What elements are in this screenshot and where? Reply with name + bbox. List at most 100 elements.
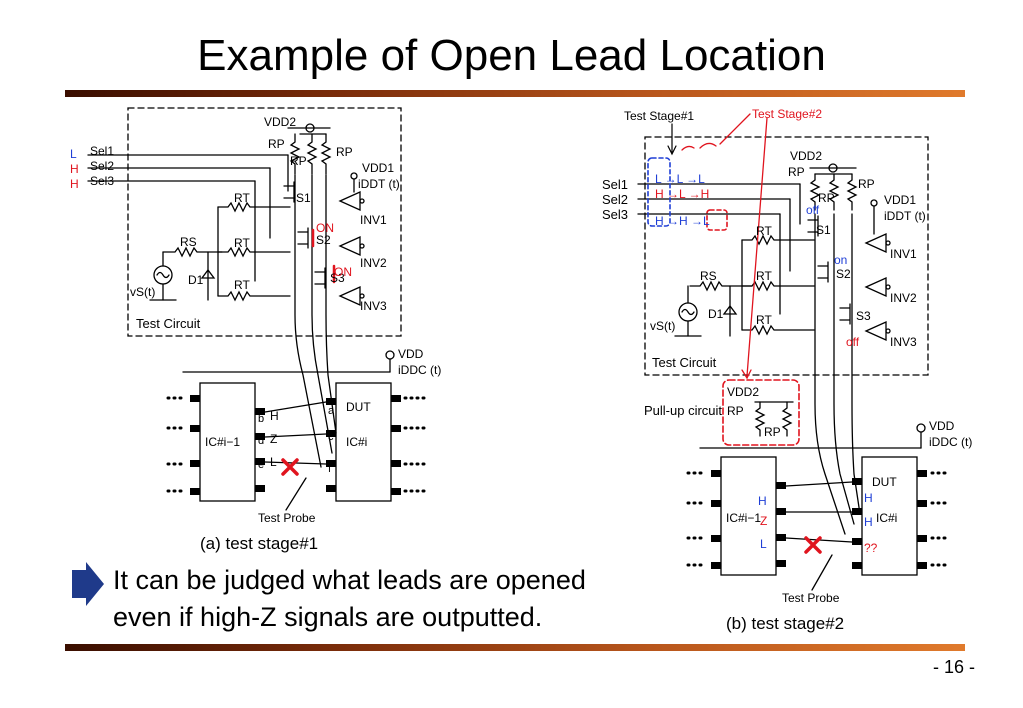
sel3-label: Sel3 (90, 174, 114, 188)
test-circuit-label: Test Circuit (136, 316, 201, 331)
right-diagram-labels: Test Stage#1 Test Stage#2 L →L →L H →L →… (602, 107, 972, 633)
test-circuit-label-b: Test Circuit (652, 355, 717, 370)
iddc-label: iDDC (t) (398, 363, 441, 377)
on-label-2: ON (334, 265, 352, 279)
rt-label-3: RT (234, 278, 250, 292)
inv2-label-b: INV2 (890, 291, 917, 305)
sel1-level: L (70, 147, 77, 161)
pin-b: b (258, 413, 264, 425)
state-s1: off (806, 203, 820, 217)
dut-label-b: DUT (872, 475, 897, 489)
sel2-level: H (70, 162, 79, 176)
iddt-label-b: iDDT (t) (884, 209, 926, 223)
rt-label-b2: RT (756, 269, 772, 283)
pin-d-value: Z (270, 432, 277, 446)
page-number: - 16 - (932, 657, 975, 677)
pin-e: e (258, 459, 264, 471)
ic-label-b: IC#i (876, 511, 897, 525)
rp-label-b1: RP (788, 165, 805, 179)
state-s2: on (834, 253, 847, 267)
rs-label-b: RS (700, 269, 717, 283)
inv2-label: INV2 (360, 256, 387, 270)
s1-label: S1 (296, 191, 311, 205)
pin-left-value-3: L (760, 537, 767, 551)
stage2-label: Test Stage#2 (752, 107, 822, 121)
pin-a: a (328, 405, 335, 417)
rp-label-b3: RP (858, 177, 875, 191)
pullup-rp2: RP (764, 425, 781, 439)
pullup-label: Pull-up circuit (644, 403, 722, 418)
right-diagram (637, 113, 952, 591)
pin-left-value-1: H (758, 494, 767, 508)
bullet-text: It can be judged what leads are opened e… (113, 562, 586, 636)
s2-label-b: S2 (836, 267, 851, 281)
seq-2: H →L →H (655, 187, 709, 201)
inv1-label-b: INV1 (890, 247, 917, 261)
test-probe-label: Test Probe (258, 511, 316, 525)
inv3-label-b: INV3 (890, 335, 917, 349)
state-s3: off (846, 335, 860, 349)
vdd2-label-b: VDD2 (790, 149, 822, 163)
rp-label-1: RP (268, 137, 285, 151)
seq-1: L →L →L (655, 172, 705, 186)
right-caption: (b) test stage#2 (726, 614, 844, 633)
sel2-label-b: Sel2 (602, 192, 628, 207)
vdd2-label: VDD2 (264, 115, 296, 129)
pin-b-value: H (270, 409, 279, 423)
rt-label-b3: RT (756, 313, 772, 327)
pin-right-value-3: ?? (864, 541, 878, 555)
vdd-label: VDD (398, 347, 424, 361)
pin-right-value-1: H (864, 491, 873, 505)
rt-label-2: RT (234, 236, 250, 250)
sel1-label-b: Sel1 (602, 177, 628, 192)
rt-label-b1: RT (756, 224, 772, 238)
sel3-level: H (70, 177, 79, 191)
rs-label: RS (180, 235, 197, 249)
iddt-label: iDDT (t) (358, 177, 400, 191)
bullet-line-2: even if high-Z signals are outputted. (113, 602, 543, 632)
rt-label-1: RT (234, 191, 250, 205)
bullet-line-1: It can be judged what leads are opened (113, 565, 586, 595)
sel1-label: Sel1 (90, 144, 114, 158)
left-diagram-labels: VDD2 RP RP RP VDD1 iDDT (t) Sel1 Sel2 Se… (70, 115, 441, 553)
title-divider (65, 90, 965, 97)
pin-c: c (328, 431, 334, 443)
pullup-vdd2: VDD2 (727, 385, 759, 399)
ic-prev-label-b: IC#i−1 (726, 511, 761, 525)
vdd-label-b: VDD (929, 419, 955, 433)
pin-e-value: L (270, 455, 277, 469)
rp-label-3: RP (336, 145, 353, 159)
d1-label-b: D1 (708, 307, 724, 321)
seq-3: H →H →L (655, 214, 710, 228)
slide-title: Example of Open Lead Location (197, 31, 826, 80)
vs-label-b: vS(t) (650, 319, 675, 333)
footer-divider (65, 644, 965, 651)
sel3-label-b: Sel3 (602, 207, 628, 222)
inv3-label: INV3 (360, 299, 387, 313)
s3-label-b: S3 (856, 309, 871, 323)
pin-f: f (328, 463, 332, 475)
s1-label-b: S1 (816, 223, 831, 237)
sel2-label: Sel2 (90, 159, 114, 173)
left-caption: (a) test stage#1 (200, 534, 318, 553)
vdd1-label: VDD1 (362, 161, 394, 175)
left-diagram (87, 107, 427, 511)
ic-prev-label: IC#i−1 (205, 435, 240, 449)
s2-label: S2 (316, 233, 331, 247)
pin-d: d (258, 435, 264, 447)
rp-label-b2: RP (818, 191, 835, 205)
pullup-rp1: RP (727, 404, 744, 418)
arrow-icon (72, 562, 104, 606)
inv1-label: INV1 (360, 213, 387, 227)
stage1-label: Test Stage#1 (624, 109, 694, 123)
d1-label: D1 (188, 273, 204, 287)
dut-label: DUT (346, 400, 371, 414)
on-label-1: ON (316, 221, 334, 235)
s3-label: S3 (330, 271, 345, 285)
pin-left-value-2: Z (760, 514, 767, 528)
pin-right-value-2: H (864, 515, 873, 529)
vs-label: vS(t) (130, 285, 155, 299)
test-probe-label-b: Test Probe (782, 591, 840, 605)
vdd1-label-b: VDD1 (884, 193, 916, 207)
